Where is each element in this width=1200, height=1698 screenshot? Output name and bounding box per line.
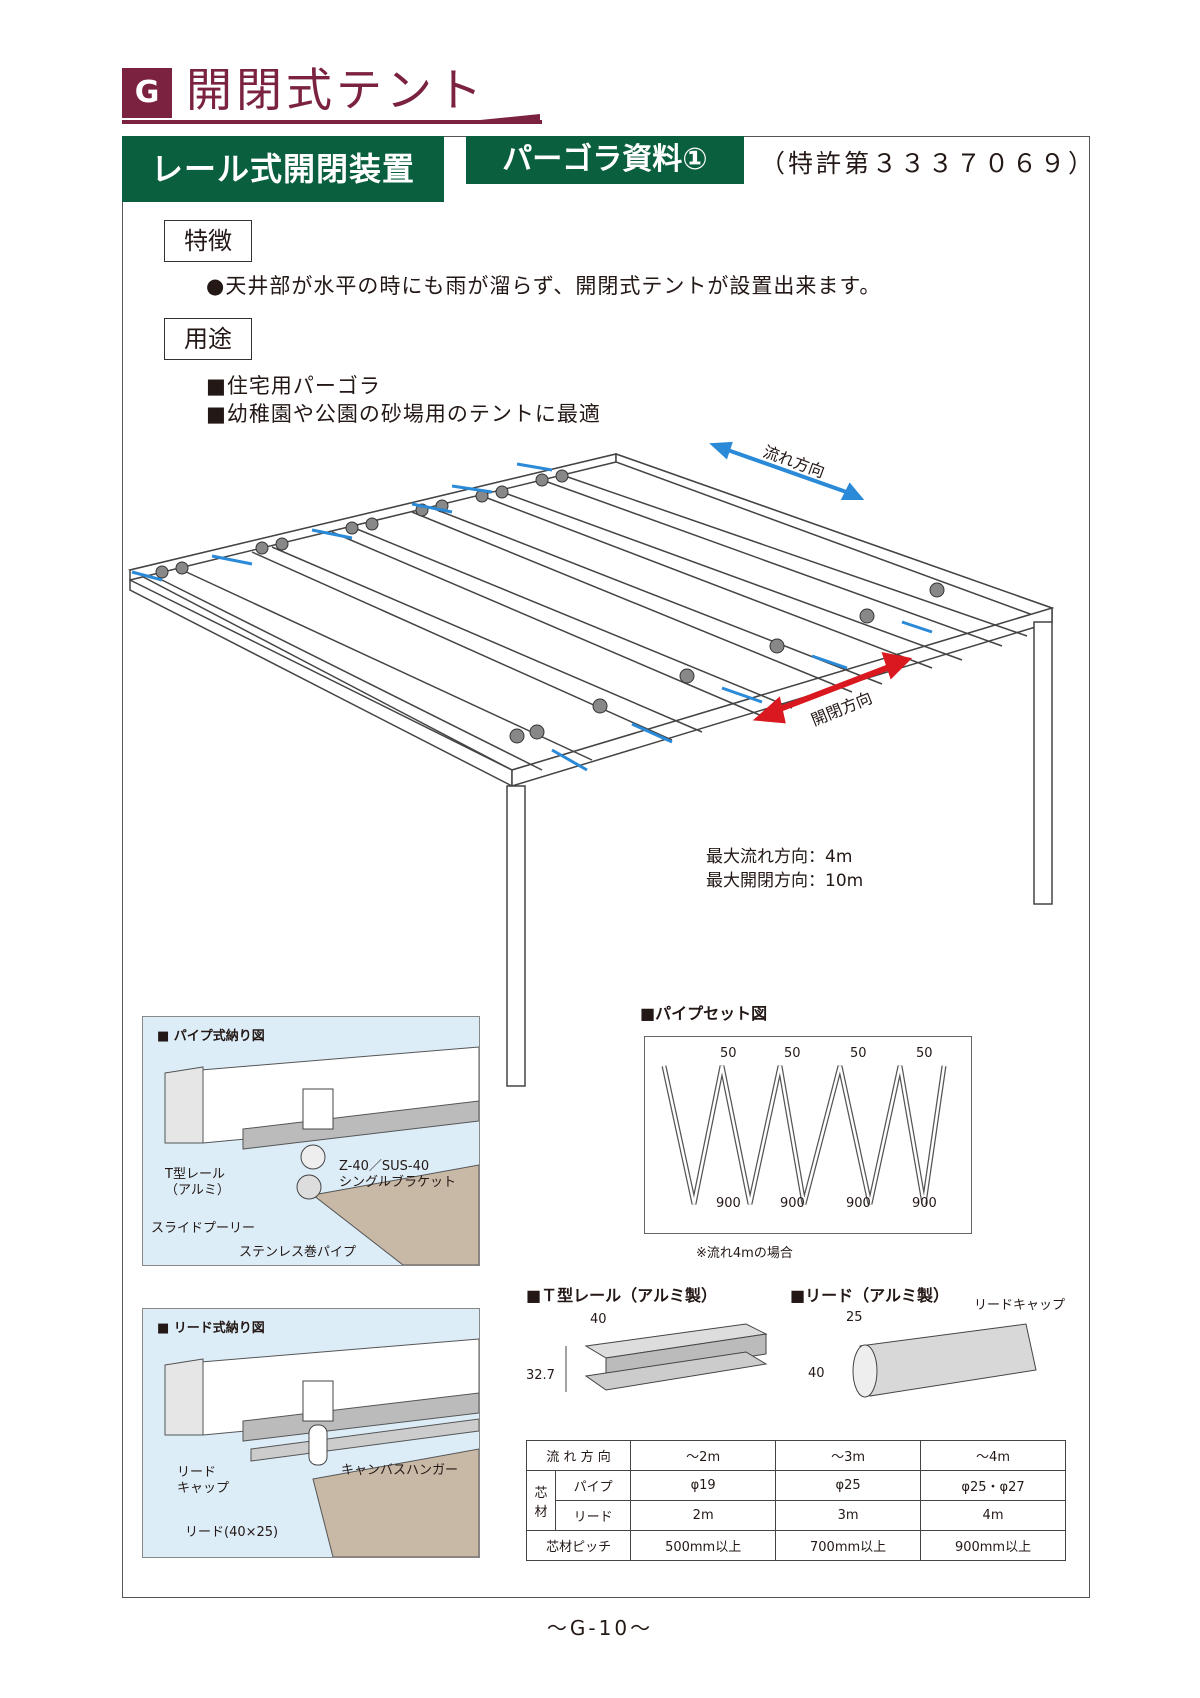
lead-inset: ■ リード式納り図 キャンバスハンガー リード キャップ リード(40×25): [142, 1308, 480, 1558]
table-row: 芯材ピッチ 500mm以上 700mm以上 900mm以上: [525, 1530, 1066, 1561]
features-heading: 特徴: [164, 220, 252, 262]
page-title: 開閉式テント: [186, 63, 486, 117]
title-underline-tail: [440, 114, 540, 124]
document-tag: パーゴラ資料①: [466, 136, 744, 184]
lead-width: 25: [846, 1310, 863, 1325]
dim-bottom: 900: [912, 1196, 937, 1211]
use-item: ■幼稚園や公園の砂場用のテントに最適: [206, 402, 601, 426]
lead-inset-drawing: [164, 1338, 479, 1557]
max-open-text: 最大開閉方向：10m: [706, 871, 864, 891]
pipe-set-note: ※流れ4mの場合: [696, 1246, 793, 1261]
pipe-inset-title: ■ パイプ式納り図: [157, 1029, 265, 1044]
pipe-set-title: ■パイプセット図: [640, 1004, 768, 1023]
pipe-inset-drawing: [164, 1046, 479, 1265]
label-bracket2: シングルブラケット: [339, 1175, 457, 1190]
title-underline: [122, 120, 542, 124]
table-cell: ～2m: [630, 1440, 777, 1471]
pipe-set-diagram: [661, 1065, 947, 1205]
max-flow-text: 最大流れ方向：4m: [706, 847, 853, 867]
table-cell: 流 れ 方 向: [525, 1440, 632, 1471]
section-badge: G: [122, 68, 172, 118]
table-cell: リード: [554, 1500, 632, 1531]
patent-number: （特許第３３３７０６９）: [760, 149, 1097, 178]
label-canvas-hanger: キャンバスハンガー: [341, 1463, 459, 1478]
table-cell: 500mm以上: [630, 1530, 777, 1561]
features-text: ●天井部が水平の時にも雨が溜らず、開閉式テントが設置出来ます。: [206, 274, 882, 298]
category-tag: レール式開閉装置: [122, 136, 444, 202]
table-cell: 4m: [920, 1500, 1066, 1531]
dim-top: 50: [784, 1046, 801, 1061]
table-row: リード 2m 3m 4m: [527, 1500, 1066, 1531]
pipe-inset: ■ パイプ式納り図 T型レール （アルミ） Z-40／SUS-40 シングルブラ…: [142, 1016, 480, 1266]
page-number: ～G-10～: [546, 1616, 654, 1640]
pergola-illustration: 流れ方向 開閉方向: [127, 441, 1055, 1087]
dim-bottom: 900: [716, 1196, 741, 1211]
table-cell: φ19: [630, 1470, 777, 1501]
lead-height: 40: [808, 1366, 825, 1381]
t-rail-width: 40: [590, 1312, 607, 1327]
lead-part-drawing: [852, 1323, 1037, 1398]
table-cell: ～3m: [775, 1440, 922, 1471]
label-lead-size: リード(40×25): [185, 1525, 279, 1540]
label-t-rail-sub: （アルミ）: [165, 1183, 230, 1198]
t-rail-title: ■Ｔ型レール（アルミ製）: [526, 1286, 717, 1305]
table-cell: 芯材ピッチ: [525, 1530, 632, 1561]
dim-bottom: 900: [780, 1196, 805, 1211]
t-rail-height: 32.7: [526, 1368, 555, 1383]
label-pulley: スライドプーリー: [151, 1221, 256, 1236]
spec-table: 流 れ 方 向 ～2m ～3m ～4m 芯 材 パイプ φ19 φ25 φ25・…: [525, 1440, 1066, 1561]
table-row: 芯 材 パイプ φ19 φ25 φ25・φ27: [526, 1470, 1066, 1531]
pipe-set-frame: [644, 1036, 972, 1234]
table-cell: 3m: [775, 1500, 922, 1531]
table-row: 流 れ 方 向 ～2m ～3m ～4m: [525, 1440, 1066, 1471]
table-cell: φ25・φ27: [920, 1470, 1066, 1501]
flow-direction-label: 流れ方向: [761, 442, 828, 482]
table-cell: ～4m: [920, 1440, 1066, 1471]
label-lead-cap: リード: [177, 1465, 217, 1480]
table-cell: 900mm以上: [920, 1530, 1066, 1561]
table-cell: φ25: [775, 1470, 922, 1501]
label-t-rail: T型レール: [165, 1167, 225, 1182]
dim-top: 50: [850, 1046, 867, 1061]
table-cell: 700mm以上: [775, 1530, 922, 1561]
table-cell: 芯 材: [526, 1470, 556, 1531]
dim-bottom: 900: [846, 1196, 871, 1211]
uses-heading: 用途: [164, 318, 252, 360]
lead-part-title: ■リード（アルミ製）: [790, 1286, 949, 1305]
lead-inset-title: ■ リード式納り図: [157, 1321, 265, 1336]
dim-top: 50: [720, 1046, 737, 1061]
lead-cap-label: リードキャップ: [974, 1298, 1066, 1313]
table-cell: 2m: [630, 1500, 777, 1531]
label-pipe: ステンレス巻パイプ: [239, 1245, 357, 1260]
label-bracket: Z-40／SUS-40: [339, 1159, 430, 1174]
table-cell: パイプ: [554, 1470, 632, 1501]
label-lead-cap2: キャップ: [177, 1481, 230, 1496]
dim-top: 50: [916, 1046, 933, 1061]
t-rail-drawing: [565, 1323, 768, 1392]
use-item: ■住宅用パーゴラ: [206, 374, 381, 398]
